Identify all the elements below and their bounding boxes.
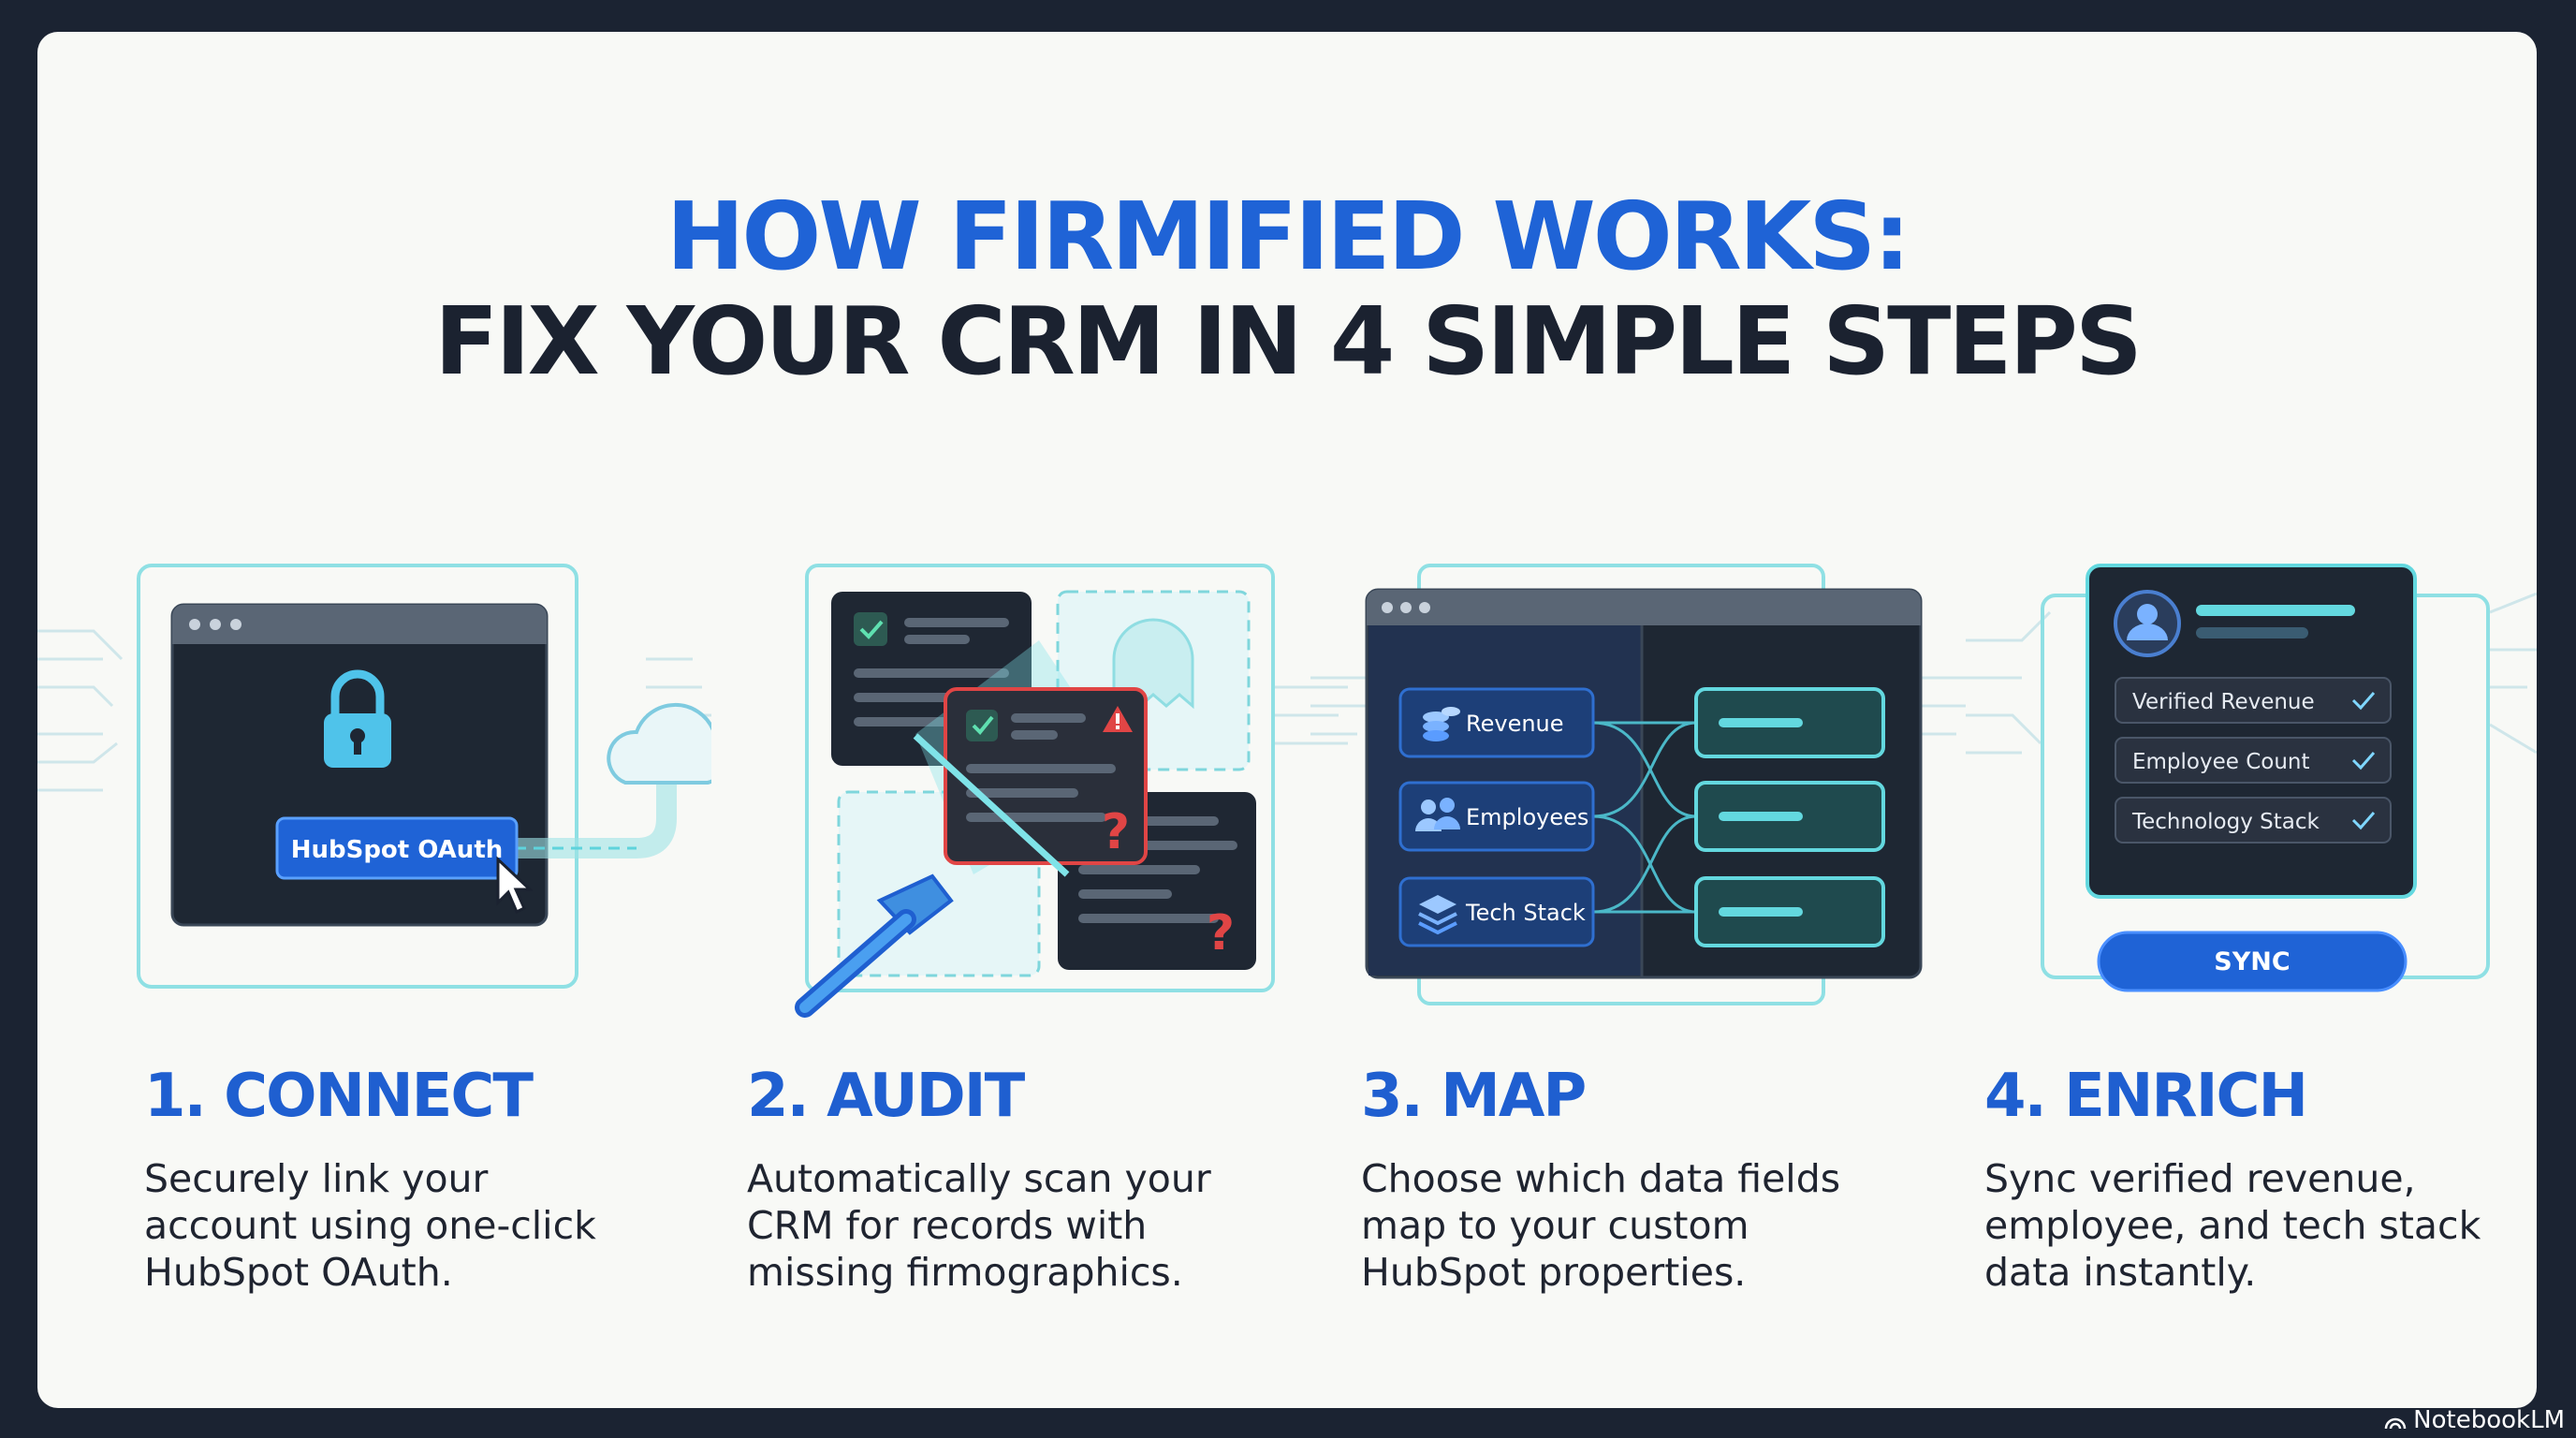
cursor-icon: [496, 856, 534, 915]
slide: HOW FIRMIFIED WORKS: FIX YOUR CRM IN 4 S…: [37, 32, 2537, 1408]
cloud-icon: [607, 702, 711, 785]
step-2-description: Automatically scan your CRM for records …: [747, 1156, 1211, 1295]
coins-icon: [1423, 707, 1460, 741]
check-icon: [859, 620, 884, 639]
step-1-heading: 1. CONNECT: [144, 1062, 534, 1131]
warning-icon: [1103, 706, 1133, 732]
field-revenue: Revenue: [1466, 711, 1564, 737]
field-employees: Employees: [1466, 804, 1588, 830]
check-icon-2: [972, 715, 994, 735]
checklist-item-tech: Technology Stack: [2131, 810, 2320, 834]
ghost-icon: [1112, 618, 1194, 710]
check-icon: [2351, 692, 2376, 711]
layers-icon: [1418, 895, 1457, 935]
oauth-button-label: HubSpot OAuth: [291, 836, 504, 864]
connect-illustration: HubSpot OAuth: [37, 564, 711, 989]
notebooklm-logo-icon: [2384, 1417, 2407, 1430]
check-icon-3: [2351, 812, 2376, 830]
watermark: NotebookLM: [2383, 1406, 2565, 1434]
sync-button-label: SYNC: [2214, 947, 2290, 976]
missing-marker-2: ?: [1207, 905, 1235, 961]
avatar-icon: [2114, 590, 2181, 657]
users-icon: [1415, 798, 1460, 831]
step-4-description: Sync verified revenue, employee, and tec…: [1984, 1156, 2481, 1295]
watermark-label: NotebookLM: [2413, 1406, 2565, 1434]
lock-icon: [324, 669, 391, 768]
audit-illustration: ? ?: [795, 564, 1348, 1018]
checklist-item-revenue: Verified Revenue: [2132, 690, 2315, 714]
step-1-description: Securely link your account using one-cli…: [144, 1156, 596, 1295]
missing-marker-1: ?: [1102, 804, 1130, 860]
title-line-1: HOW FIRMIFIED WORKS:: [666, 182, 1911, 291]
map-illustration: Revenue Employees Tech Stack: [1310, 564, 1966, 1005]
enrich-illustration: Verified Revenue Employee Count Technolo…: [1966, 564, 2537, 992]
check-icon-2: [2351, 752, 2376, 770]
step-3-heading: 3. MAP: [1361, 1062, 1587, 1131]
field-tech-stack: Tech Stack: [1465, 900, 1586, 926]
checklist-item-employees: Employee Count: [2132, 750, 2310, 774]
step-3-description: Choose which data fields map to your cus…: [1361, 1156, 1841, 1295]
step-2-heading: 2. AUDIT: [747, 1062, 1025, 1131]
step-4-heading: 4. ENRICH: [1984, 1062, 2308, 1131]
title-line-2: FIX YOUR CRM IN 4 SIMPLE STEPS: [434, 286, 2143, 396]
magnifier-icon: [795, 733, 1070, 1018]
